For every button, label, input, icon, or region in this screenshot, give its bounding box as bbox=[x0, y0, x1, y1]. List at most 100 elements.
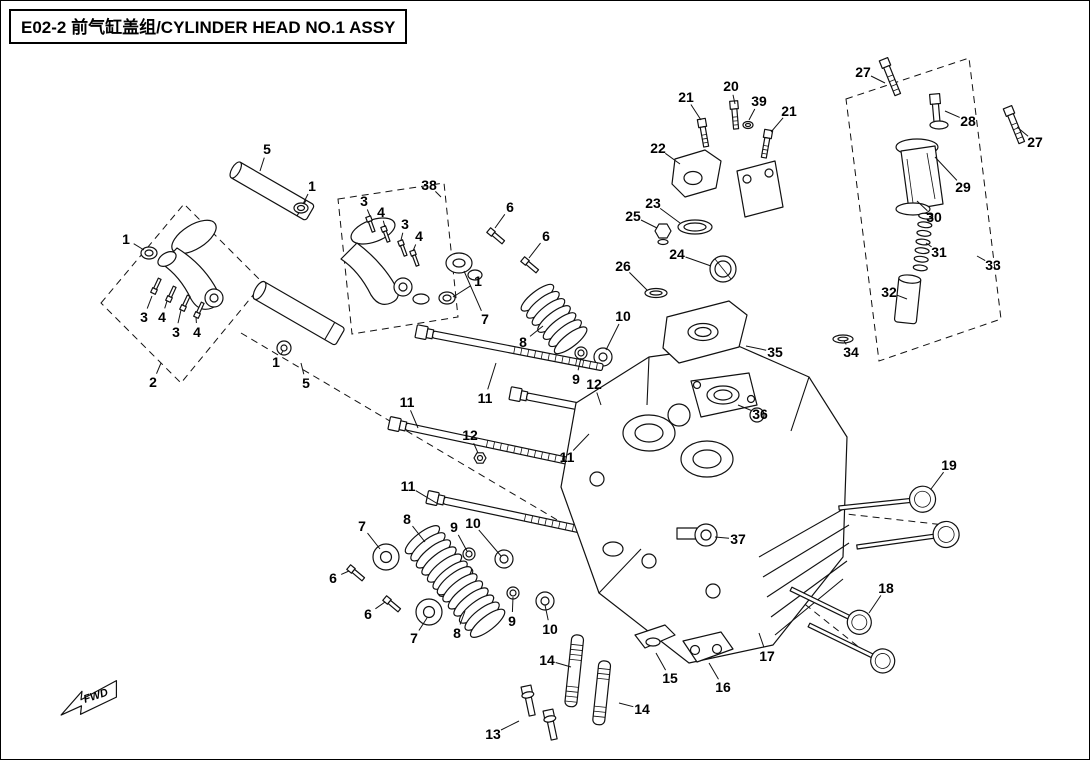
callout-3: 3 bbox=[140, 309, 148, 325]
callout-18: 18 bbox=[878, 580, 894, 596]
flange-16 bbox=[682, 631, 734, 663]
callout-10: 10 bbox=[465, 515, 481, 531]
callout-6: 6 bbox=[364, 606, 372, 622]
tensioner-bolt-27 bbox=[1002, 105, 1026, 145]
rocker-arm-assembly-38 bbox=[340, 215, 430, 305]
callout-10: 10 bbox=[615, 308, 631, 324]
callout-16: 16 bbox=[715, 679, 731, 695]
callout-4: 4 bbox=[415, 228, 423, 244]
flange-bolt-13 bbox=[542, 708, 558, 741]
callout-27: 27 bbox=[855, 64, 871, 80]
callout-3: 3 bbox=[172, 324, 180, 340]
callout-29: 29 bbox=[955, 179, 971, 195]
callout-4: 4 bbox=[158, 309, 166, 325]
callout-2: 2 bbox=[149, 374, 157, 390]
callout-9: 9 bbox=[450, 519, 458, 535]
callout-6: 6 bbox=[329, 570, 337, 586]
thermostat-24 bbox=[709, 255, 737, 283]
cylinder-head-body bbox=[560, 344, 850, 664]
callout-5: 5 bbox=[302, 375, 310, 391]
thermostat-cover-22 bbox=[671, 149, 722, 198]
stud-14 bbox=[564, 634, 585, 708]
callout-4: 4 bbox=[377, 204, 385, 220]
callout-31: 31 bbox=[931, 244, 947, 260]
callout-21: 21 bbox=[781, 103, 797, 119]
callout-37: 37 bbox=[730, 531, 746, 547]
tensioner-body-29-30 bbox=[895, 138, 944, 216]
head-bolt-11 bbox=[387, 416, 577, 467]
spring-seat-7-lower bbox=[372, 543, 443, 626]
callout-22: 22 bbox=[650, 140, 666, 156]
callout-9: 9 bbox=[572, 371, 580, 387]
water-outlet-35 bbox=[662, 300, 748, 364]
intake-valve-19 bbox=[856, 520, 960, 550]
callout-21: 21 bbox=[678, 89, 694, 105]
plug-25 bbox=[654, 223, 672, 246]
callout-11: 11 bbox=[400, 478, 416, 494]
callout-39: 39 bbox=[751, 93, 767, 109]
cam-bearing-37 bbox=[676, 523, 718, 547]
callout-7: 7 bbox=[410, 630, 418, 646]
valve-seal-screws-6 bbox=[486, 227, 540, 274]
callout-14: 14 bbox=[539, 652, 555, 668]
callout-1: 1 bbox=[272, 354, 280, 370]
callout-11: 11 bbox=[559, 449, 575, 465]
callout-1: 1 bbox=[122, 231, 130, 247]
callout-23: 23 bbox=[645, 195, 661, 211]
fwd-arrow: FWD bbox=[60, 680, 118, 716]
callout-6: 6 bbox=[506, 199, 514, 215]
callout-12: 12 bbox=[586, 376, 602, 392]
tensioner-spring-31 bbox=[912, 212, 934, 272]
callout-8: 8 bbox=[519, 334, 527, 350]
callout-24: 24 bbox=[669, 246, 685, 262]
tensioner-center-bolt-28 bbox=[928, 92, 942, 123]
callout-14: 14 bbox=[634, 701, 650, 717]
callout-35: 35 bbox=[767, 344, 783, 360]
tensioner-bolt-27 bbox=[878, 57, 902, 97]
callout-3: 3 bbox=[360, 193, 368, 209]
callout-19: 19 bbox=[941, 457, 957, 473]
diagram-title: E02-2 前气缸盖组/CYLINDER HEAD NO.1 ASSY bbox=[9, 9, 408, 44]
callout-6: 6 bbox=[542, 228, 550, 244]
callout-20: 20 bbox=[723, 78, 739, 94]
tensioner-plunger-32 bbox=[893, 274, 922, 325]
callout-5: 5 bbox=[263, 141, 271, 157]
callout-28: 28 bbox=[960, 113, 976, 129]
callout-11: 11 bbox=[399, 394, 415, 410]
stud-14 bbox=[592, 660, 612, 726]
exhaust-valve-18 bbox=[807, 622, 896, 674]
bracket bbox=[736, 160, 784, 218]
flange-bolt-21 bbox=[696, 117, 710, 148]
callout-27: 27 bbox=[1027, 134, 1043, 150]
valve-spring-upper bbox=[520, 283, 588, 355]
flange-bolt-20 bbox=[729, 100, 740, 130]
exhaust-valve-18 bbox=[789, 586, 872, 635]
head-bolt-11 bbox=[414, 324, 604, 372]
intake-valve-19 bbox=[838, 485, 937, 513]
washer bbox=[140, 202, 456, 356]
callout-12: 12 bbox=[462, 427, 478, 443]
callout-32: 32 bbox=[881, 284, 897, 300]
valve-seal-screws-6-lower bbox=[346, 564, 402, 613]
callout-4: 4 bbox=[193, 324, 201, 340]
valve-spring-lower bbox=[436, 566, 506, 638]
callout-8: 8 bbox=[453, 625, 461, 641]
callout-15: 15 bbox=[662, 670, 678, 686]
callout-34: 34 bbox=[843, 344, 859, 360]
rocker-arm-assembly-2 bbox=[150, 219, 224, 319]
flange-bolt-21 bbox=[760, 128, 774, 159]
callout-1: 1 bbox=[308, 178, 316, 194]
callout-38: 38 bbox=[421, 177, 437, 193]
callout-33: 33 bbox=[985, 257, 1001, 273]
callout-17: 17 bbox=[759, 648, 775, 664]
callout-9: 9 bbox=[508, 613, 516, 629]
gasket-15 bbox=[634, 624, 676, 649]
flange-bolt-13 bbox=[520, 684, 536, 717]
callout-10: 10 bbox=[542, 621, 558, 637]
rocker-shaft bbox=[229, 161, 315, 221]
callout-13: 13 bbox=[485, 726, 501, 742]
callout-25: 25 bbox=[625, 208, 641, 224]
callout-3: 3 bbox=[401, 216, 409, 232]
